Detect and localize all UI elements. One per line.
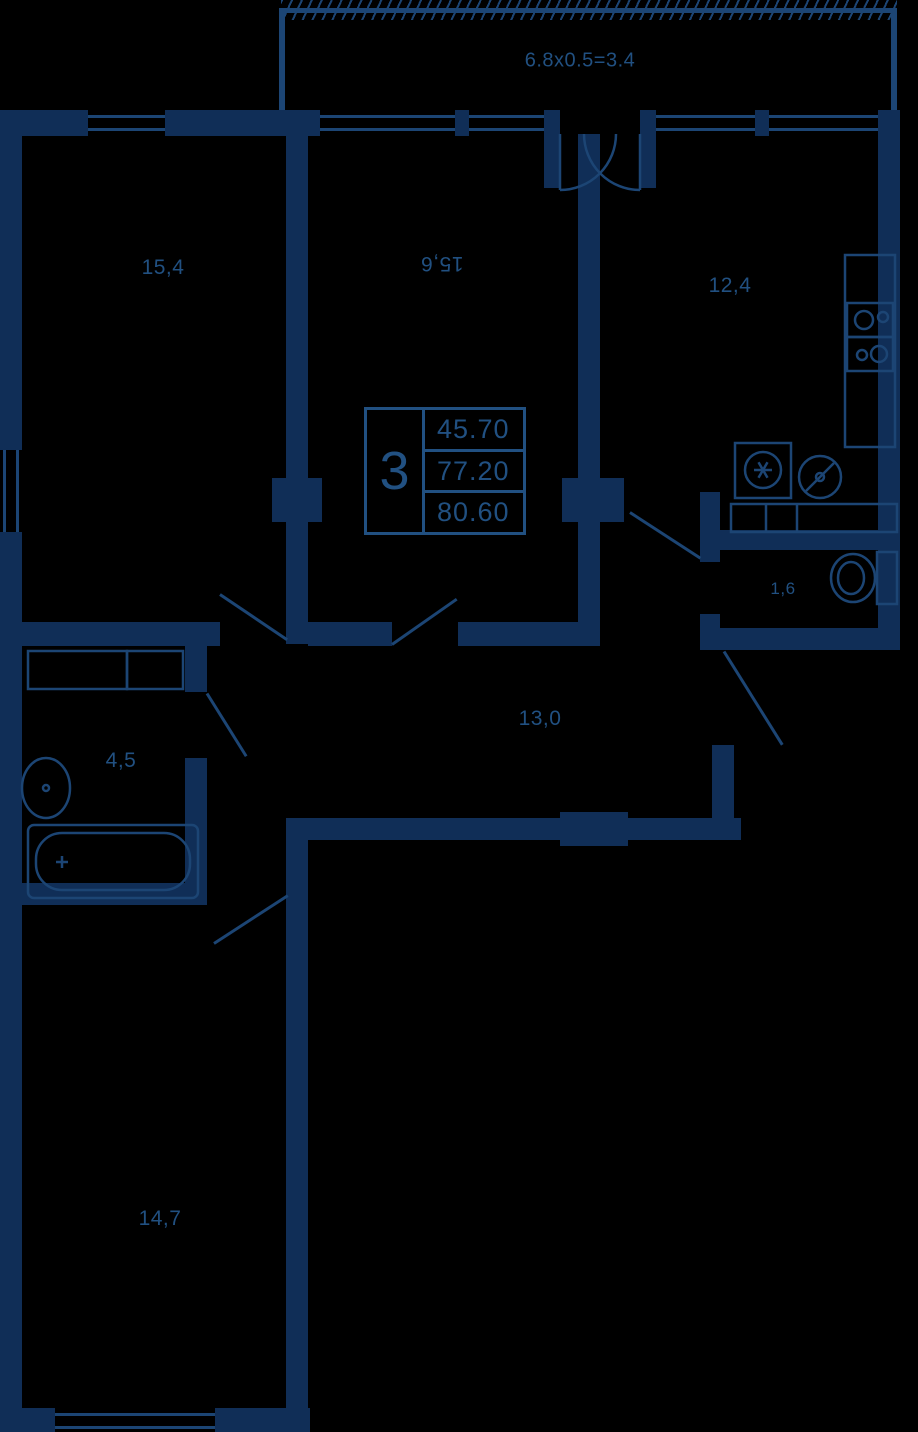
wall-segment (185, 646, 207, 692)
wall-segment (458, 622, 600, 646)
balcony-door-jamb (640, 110, 656, 188)
apartment-area-value: 77.20 (425, 448, 523, 491)
wall-segment (700, 628, 900, 650)
wall-segment (755, 110, 769, 136)
bathroom-shelf (26, 649, 185, 691)
room1-area-label: 15,4 (141, 256, 185, 279)
hall-area-label: 13,0 (518, 707, 562, 730)
area-values: 45.70 77.20 80.60 (425, 410, 523, 532)
wall-segment (700, 530, 900, 550)
bathtub-icon (26, 823, 200, 900)
kitchen-sink-icon (797, 454, 843, 500)
balcony-outline-left (279, 8, 285, 110)
wall-segment (0, 622, 220, 646)
wall-segment (286, 840, 308, 1408)
window (469, 115, 544, 131)
wall-pillar (272, 478, 322, 522)
wall-segment (286, 134, 308, 480)
balcony-door-jamb (544, 110, 560, 188)
apartment-info-box: 3 45.70 77.20 80.60 (364, 407, 526, 535)
kitchen-cabinets (729, 502, 899, 534)
room3-area-label: 14,7 (138, 1207, 182, 1230)
balcony-dimension-label: 6.8x0.5=3.4 (524, 49, 636, 72)
wall-segment (0, 1408, 55, 1432)
wall-segment (578, 522, 600, 645)
wall-segment (700, 492, 720, 530)
wall-pillar (562, 478, 624, 522)
wc-area-label: 1,6 (770, 579, 796, 598)
wall-segment (578, 134, 600, 480)
wall-segment (455, 110, 469, 136)
wall-segment (0, 110, 22, 450)
total-area-value: 80.60 (425, 490, 523, 532)
wall-segment (286, 522, 308, 644)
toilet-icon (829, 550, 899, 606)
window (769, 115, 878, 131)
balcony-door-arcs-icon (558, 133, 642, 192)
balcony-outline-right (891, 8, 897, 110)
wall-segment (215, 1408, 310, 1432)
wall-segment (165, 110, 320, 136)
washing-machine-icon (733, 441, 793, 500)
window (55, 1413, 215, 1429)
rooms-count: 3 (367, 410, 425, 532)
wall-segment (878, 110, 900, 650)
window (320, 115, 455, 131)
wall-pillar (560, 812, 628, 846)
window (656, 115, 755, 131)
kitchen-area-label: 12,4 (708, 274, 752, 297)
window (3, 450, 19, 532)
bath-area-label: 4,5 (105, 749, 137, 772)
wall-segment (308, 622, 392, 646)
kitchen-counter (843, 253, 897, 449)
living-area-value: 45.70 (437, 413, 510, 444)
bathroom-sink-icon (20, 756, 72, 820)
wall-segment (712, 745, 734, 823)
window (88, 115, 165, 131)
stove-icon (845, 301, 895, 373)
wall-segment (0, 532, 22, 1408)
balcony-outline-top (279, 8, 897, 13)
wall-segment (700, 550, 720, 562)
